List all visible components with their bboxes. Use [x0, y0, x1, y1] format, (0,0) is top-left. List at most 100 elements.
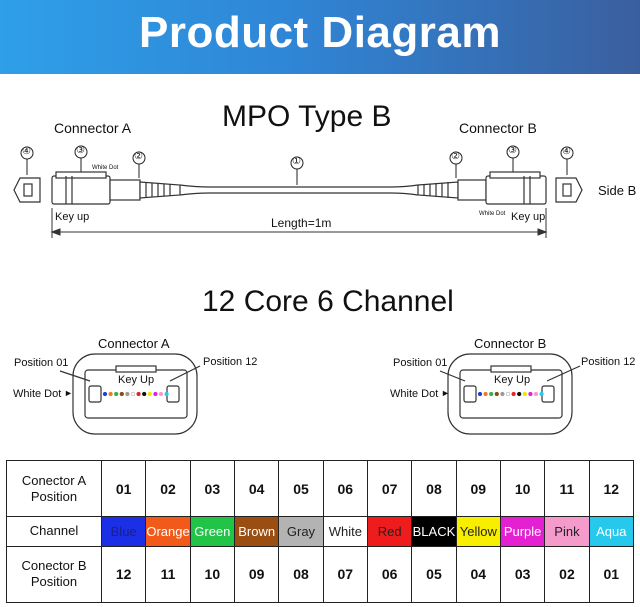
cable-title: MPO Type B [222, 100, 392, 133]
channel-cell: Green [189, 516, 235, 547]
white-dot-left-label: White Dot [92, 165, 119, 171]
fiber-dot [533, 391, 539, 397]
callout-2-right-text: ② [451, 151, 460, 162]
callout-2-left-text: ② [134, 151, 143, 162]
channel-cell: Brown [233, 516, 280, 547]
channel-cell: Aqua [588, 516, 635, 547]
key-up-right-label: Key up [511, 211, 546, 223]
callout-3-right-text: ③ [508, 145, 517, 156]
dust-cap-left [13, 177, 41, 203]
connector-b-label: Connector B [459, 120, 537, 136]
callout-1-text: ① [292, 156, 301, 167]
position-12-b-label: Position 12 [581, 356, 636, 368]
channel-cell: Blue [100, 516, 147, 547]
cores-title: 12 Core 6 Channel [202, 285, 454, 318]
arrow-a-icon: ► [64, 388, 73, 398]
channel-cell: BLACK [411, 516, 457, 547]
end-a-connector-label: Connector A [98, 336, 170, 351]
arrow-b-icon: ► [441, 388, 450, 398]
length-dimension [50, 208, 548, 238]
header-banner: Product Diagram [0, 0, 640, 74]
white-dot-b-label: White Dot [390, 388, 439, 400]
channel-mapping-table: Conector A Position 01 02 03 04 05 06 07… [6, 459, 635, 604]
fiber-dot [522, 391, 527, 397]
fiber-dot [153, 391, 158, 397]
pos-b-cell: 12 [100, 545, 147, 604]
white-dot-a-label: White Dot [13, 388, 62, 400]
pos-b-cell: 04 [455, 545, 501, 604]
pos-a-cell: 10 [499, 459, 546, 518]
length-label: Length=1m [271, 216, 332, 230]
fiber-dot [483, 391, 488, 397]
pos-a-cell: 07 [366, 459, 413, 518]
pos-b-cell: 10 [189, 545, 235, 604]
fiber-dot [494, 391, 499, 397]
row-a-header: Conector A Position [6, 459, 102, 518]
fiber-dots-a [102, 391, 169, 397]
key-up-b-label: Key Up [494, 374, 531, 386]
dust-cap-right [555, 177, 583, 203]
channel-cell: Yellow [455, 516, 501, 547]
key-up-left-label: Key up [55, 211, 90, 223]
fiber-dot [125, 391, 130, 397]
pos-a-cell: 04 [233, 459, 280, 518]
connector-a-body [51, 171, 181, 205]
fiber-dot [164, 391, 169, 397]
channel-cell: White [322, 516, 368, 547]
fiber-dot [528, 391, 533, 397]
channel-cell: Red [366, 516, 413, 547]
channel-cell: Purple [499, 516, 546, 547]
fiber-dot [136, 391, 141, 397]
pos-a-cell: 02 [145, 459, 191, 518]
fiber-dot [505, 391, 511, 397]
position-01-a-label: Position 01 [14, 357, 69, 369]
fiber-dot [517, 391, 522, 397]
pos-a-cell: 11 [544, 459, 590, 518]
fiber-dot [119, 391, 124, 397]
page-title: Product Diagram [138, 8, 501, 57]
callout-4-left-text: ④ [22, 146, 31, 157]
pos-b-cell: 11 [145, 545, 191, 604]
fiber-dot [114, 391, 119, 397]
fiber-dot [102, 391, 108, 397]
pos-a-cell: 03 [189, 459, 235, 518]
pos-b-cell: 06 [366, 545, 413, 604]
fiber-dot [147, 391, 152, 397]
fiber-dot [489, 391, 494, 397]
connector-b-body [417, 171, 547, 205]
callout-3-left-text: ③ [76, 145, 85, 156]
pos-b-cell: 09 [233, 545, 280, 604]
connector-a-label: Connector A [54, 120, 132, 136]
fiber-dot [142, 391, 147, 397]
fiber-dot [500, 391, 505, 397]
pos-a-cell: 01 [100, 459, 147, 518]
row-connector-b: Conector B Position 12 11 10 09 08 07 06… [6, 545, 635, 604]
pos-a-cell: 05 [278, 459, 324, 518]
end-view-a [59, 353, 201, 435]
pos-b-cell: 01 [588, 545, 635, 604]
channel-cell: Gray [278, 516, 324, 547]
pos-a-cell: 06 [322, 459, 368, 518]
fiber-dot [158, 391, 164, 397]
fiber-cable [179, 184, 419, 196]
position-01-b-label: Position 01 [393, 357, 448, 369]
key-up-a-label: Key Up [118, 374, 155, 386]
pos-b-cell: 08 [278, 545, 324, 604]
white-dot-right-label: White Dot [479, 211, 506, 217]
fiber-dots-b [477, 391, 544, 397]
channel-cell: Orange [145, 516, 191, 547]
pos-a-cell: 09 [455, 459, 501, 518]
position-12-a-label: Position 12 [203, 356, 258, 368]
row-b-header: Conector B Position [6, 545, 102, 604]
row-connector-a: Conector A Position 01 02 03 04 05 06 07… [6, 459, 635, 518]
fiber-dot [130, 391, 136, 397]
callout-4-right-text: ④ [562, 146, 571, 157]
pos-b-cell: 02 [544, 545, 590, 604]
pos-b-cell: 03 [499, 545, 546, 604]
pos-a-cell: 08 [411, 459, 457, 518]
row-channel-header: Channel [6, 516, 102, 547]
fiber-dot [477, 391, 483, 397]
pos-a-cell: 12 [588, 459, 635, 518]
